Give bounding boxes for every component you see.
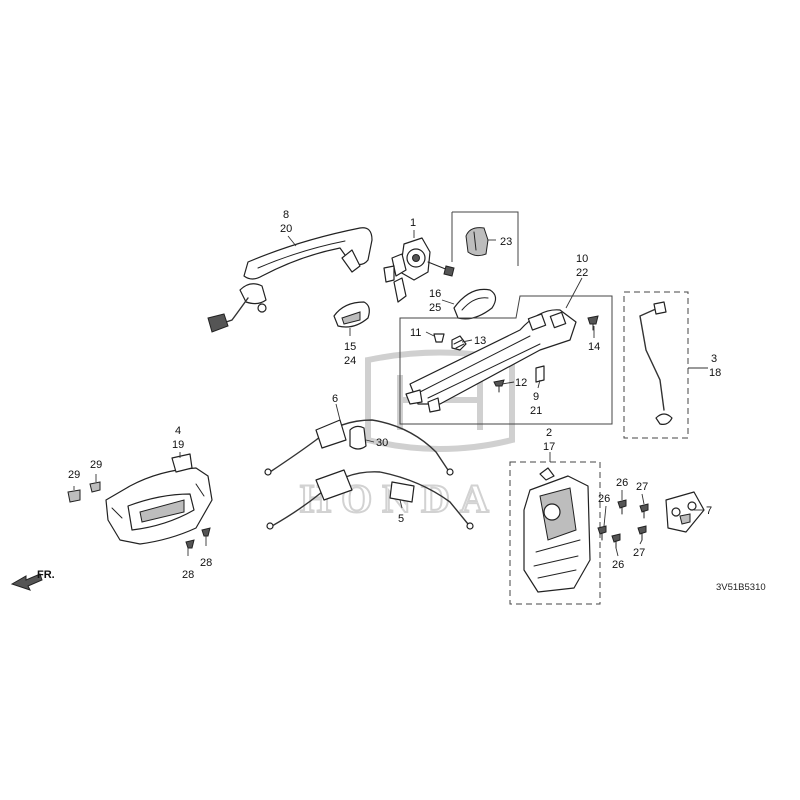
handle-pad <box>333 301 370 328</box>
callout-4: 4 <box>175 425 181 437</box>
callout-19: 19 <box>172 439 184 451</box>
callout-22: 22 <box>576 267 588 279</box>
lock-rod-group <box>623 291 689 439</box>
callout-8: 8 <box>283 209 289 221</box>
door-lock-actuator-group <box>509 461 601 605</box>
inner-door-handle <box>105 453 213 545</box>
callout-27a: 27 <box>636 481 648 493</box>
handle-gasket <box>453 288 497 320</box>
screw-14 <box>587 315 599 325</box>
callout-15: 15 <box>344 341 356 353</box>
callout-23: 23 <box>500 236 512 248</box>
small-fasteners <box>433 315 599 393</box>
callout-14: 14 <box>588 341 600 353</box>
actuator-screws <box>597 499 649 549</box>
leader-lines <box>73 230 708 557</box>
screw-28b <box>201 527 211 537</box>
callout-9: 9 <box>533 391 539 403</box>
callout-11: 11 <box>410 327 421 339</box>
handle-base-group <box>399 295 613 425</box>
callout-12: 12 <box>515 377 527 389</box>
key-cylinder <box>383 237 455 303</box>
clip-9 <box>535 365 545 383</box>
callout-6: 6 <box>332 393 338 405</box>
spring-13 <box>451 335 467 351</box>
outer-door-handle <box>207 227 373 333</box>
callout-21: 21 <box>530 405 542 417</box>
front-direction-arrow: FR. <box>10 569 55 591</box>
callout-13: 13 <box>474 335 486 347</box>
callout-1: 1 <box>410 217 416 229</box>
callout-29a: 29 <box>68 469 80 481</box>
screw-12 <box>493 379 505 387</box>
callout-28a: 28 <box>182 569 194 581</box>
diagram-code: 3V51B5310 <box>716 582 766 593</box>
screw-28a <box>185 539 195 549</box>
callout-labels: 8 20 1 23 16 25 15 24 10 22 11 13 14 12 … <box>68 209 721 581</box>
door-striker <box>665 491 705 533</box>
callout-17: 17 <box>543 441 555 453</box>
callout-10: 10 <box>576 253 588 265</box>
callout-16: 16 <box>429 288 441 300</box>
callout-18: 18 <box>709 367 721 379</box>
handle-clips <box>67 481 211 549</box>
callout-2: 2 <box>546 427 552 439</box>
direction-label: FR. <box>37 569 55 581</box>
callout-26b: 26 <box>598 493 610 505</box>
callout-25: 25 <box>429 302 441 314</box>
callout-29b: 29 <box>90 459 102 471</box>
callout-30: 30 <box>376 437 388 449</box>
cap-29b <box>89 481 101 493</box>
callout-24: 24 <box>344 355 356 367</box>
callout-3: 3 <box>711 353 717 365</box>
door-cables <box>264 419 474 530</box>
callout-5: 5 <box>398 513 404 525</box>
callout-27b: 27 <box>633 547 645 559</box>
callout-26a: 26 <box>616 477 628 489</box>
grommet-11 <box>433 333 445 343</box>
callout-7: 7 <box>706 505 712 517</box>
callout-20: 20 <box>280 223 292 235</box>
cap-29a <box>67 489 81 503</box>
callout-28b: 28 <box>200 557 212 569</box>
handle-cap-detail <box>451 211 519 266</box>
callout-26c: 26 <box>612 559 624 571</box>
